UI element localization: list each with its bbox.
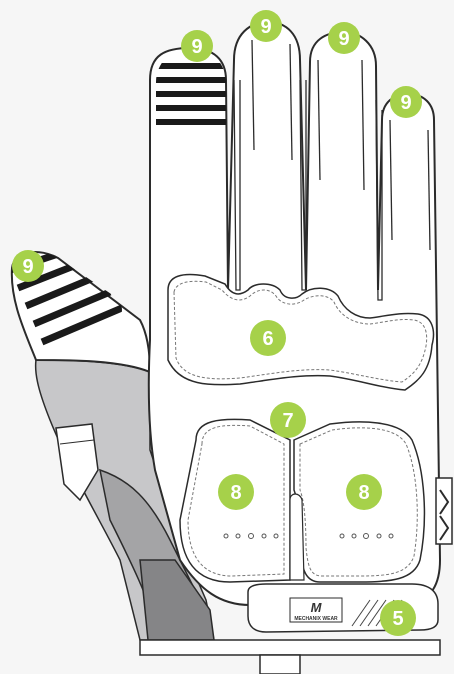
svg-text:8: 8 <box>358 482 369 504</box>
callout-index-tip: 9 <box>181 30 213 62</box>
callout-palm-pad-left: 8 <box>218 474 254 510</box>
brand-name: MECHANIX WEAR <box>294 616 338 622</box>
svg-text:9: 9 <box>400 92 411 114</box>
cuff <box>140 640 440 655</box>
svg-text:9: 9 <box>191 36 202 58</box>
callout-middle-tip: 9 <box>250 10 282 42</box>
svg-text:8: 8 <box>230 482 241 504</box>
brand-logo-mark: M <box>311 600 323 615</box>
callout-ring-tip: 9 <box>328 22 360 54</box>
cuff-pull-tab <box>260 655 300 674</box>
svg-text:7: 7 <box>282 410 293 432</box>
callout-knuckle-pad: 6 <box>250 320 286 356</box>
svg-text:9: 9 <box>338 28 349 50</box>
callout-wrist-closure: 5 <box>380 600 416 636</box>
callout-thumb-tip: 9 <box>12 250 44 282</box>
svg-text:9: 9 <box>260 16 271 38</box>
svg-text:5: 5 <box>392 608 403 630</box>
callout-palm-center: 7 <box>270 402 306 438</box>
callout-palm-pad-right: 8 <box>346 474 382 510</box>
svg-text:9: 9 <box>22 256 33 278</box>
svg-text:6: 6 <box>262 328 273 350</box>
palm-pad-divider <box>290 494 304 580</box>
callout-pinky-tip: 9 <box>390 86 422 118</box>
